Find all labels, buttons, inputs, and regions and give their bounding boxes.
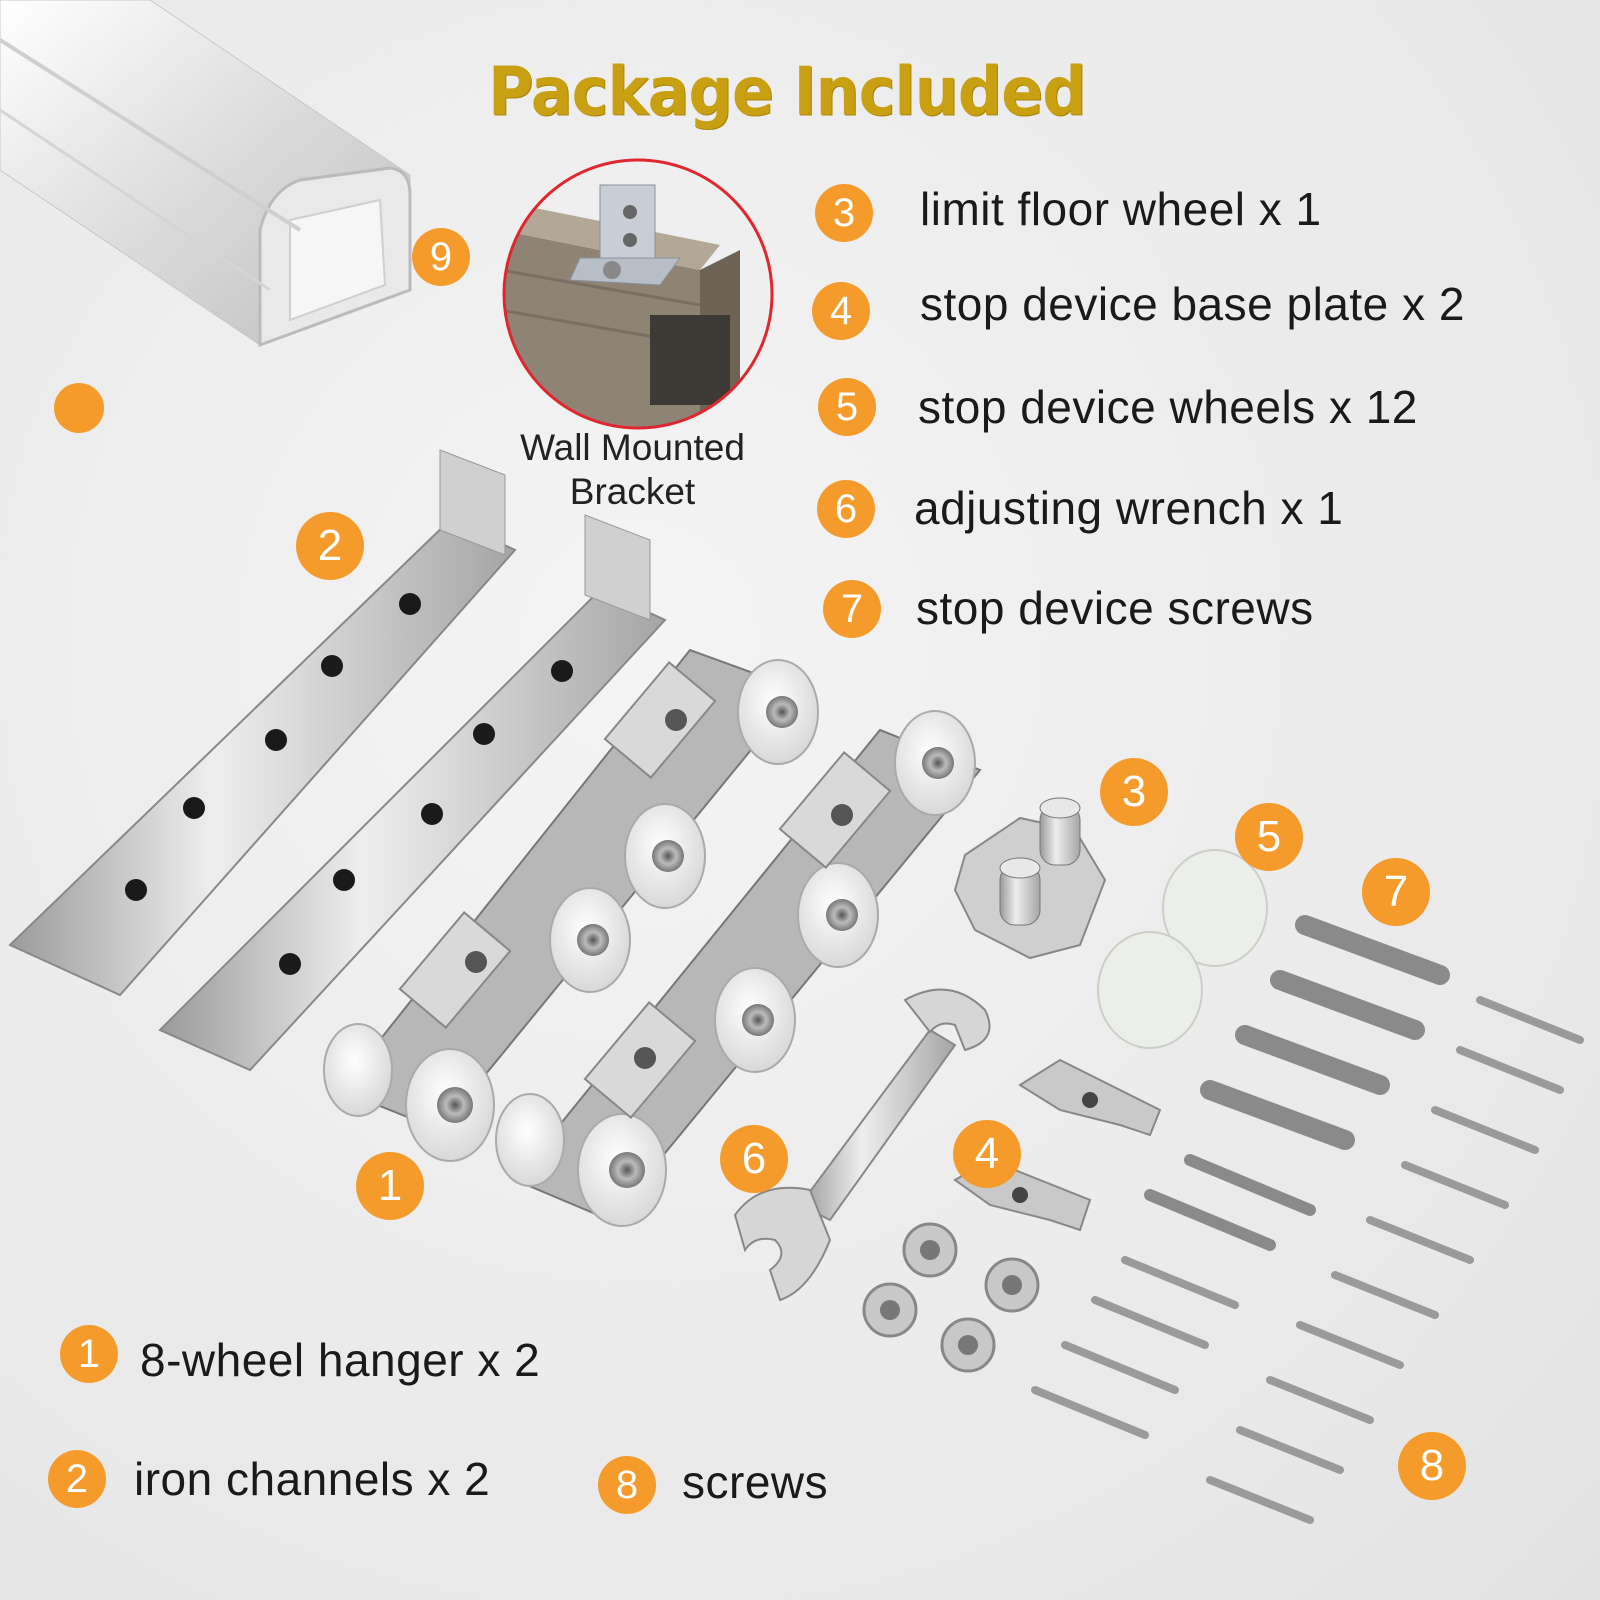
bracket-caption-line-2: Bracket: [569, 471, 696, 512]
list-badge-6: 6: [817, 480, 875, 538]
part-badge-2: 2: [296, 512, 364, 580]
bracket-caption: Wall Mounted Bracket: [500, 426, 765, 514]
list-label-6: adjusting wrench x 1: [914, 482, 1344, 534]
list-badge-7: 7: [823, 580, 881, 638]
bottom-label-2: iron channels x 2: [134, 1453, 491, 1505]
bottom-badge-2: 2: [48, 1450, 106, 1508]
part-badge-6: 6: [720, 1125, 788, 1193]
nuts-graphic: [862, 1222, 1040, 1373]
list-label-3: limit floor wheel x 1: [920, 183, 1322, 235]
part-badge-9: 9: [412, 228, 470, 286]
part-badge-7: 7: [1362, 858, 1430, 926]
part-badge-1: 1: [356, 1152, 424, 1220]
wood-screws-graphic: [1031, 996, 1584, 1524]
list-badge-4: 4: [812, 282, 870, 340]
part-badge-3: 3: [1100, 758, 1168, 826]
bracket-caption-line-1: Wall Mounted: [520, 427, 745, 468]
part-badge-4: 4: [953, 1120, 1021, 1188]
wall-bracket-photo: [502, 158, 774, 430]
wrench-graphic: [733, 988, 991, 1302]
stop-screws-graphic: [1144, 915, 1450, 1251]
track-rail-graphic: [0, 0, 412, 348]
page-title: Package Included: [488, 52, 1087, 131]
list-label-4: stop device base plate x 2: [920, 278, 1465, 330]
orange-dot: [54, 383, 104, 433]
wheel-hangers-graphic: [323, 648, 982, 1227]
list-badge-5: 5: [818, 378, 876, 436]
list-label-5: stop device wheels x 12: [918, 381, 1418, 433]
bottom-badge-1: 1: [60, 1325, 118, 1383]
bottom-label-8: screws: [682, 1456, 829, 1508]
iron-channels-graphic: [8, 449, 667, 1072]
list-label-7: stop device screws: [916, 582, 1314, 634]
part-badge-8: 8: [1398, 1432, 1466, 1500]
part-badge-5: 5: [1235, 803, 1303, 871]
bottom-label-1: 8-wheel hanger x 2: [140, 1334, 541, 1386]
list-badge-3: 3: [815, 184, 873, 242]
bottom-badge-8: 8: [598, 1456, 656, 1514]
limit-floor-wheel-graphic: [953, 797, 1107, 960]
stop-wheels-graphic: [1097, 849, 1268, 1049]
